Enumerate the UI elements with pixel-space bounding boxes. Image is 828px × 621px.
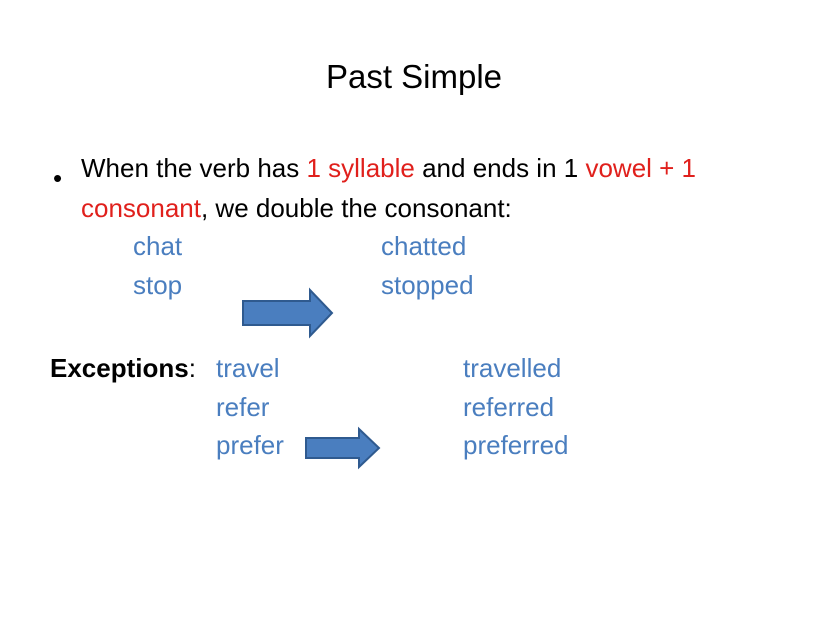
rule-text-2: and ends in 1: [414, 153, 586, 183]
bullet-marker: •: [53, 163, 63, 193]
right-arrow-icon: [242, 287, 334, 339]
example-past-stopped: stopped: [381, 270, 474, 300]
example-base-chat: chat: [133, 231, 183, 261]
exception-base-prefer: prefer: [216, 430, 284, 460]
rule-highlight-syllable: 1 syllable: [306, 153, 415, 183]
exceptions-label-text: Exceptions: [50, 353, 189, 383]
rule-highlight-vowel-consonant: vowel + 1 consonant: [81, 153, 697, 223]
slide-title: Past Simple: [325, 58, 503, 95]
example-base-stop: stop: [133, 270, 183, 300]
exception-past-preferred: preferred: [463, 430, 569, 460]
rule-bullet: When the verb has 1 syllable and ends in…: [81, 148, 781, 228]
right-arrow-icon: [305, 426, 381, 470]
exceptions-colon: :: [188, 353, 196, 383]
rule-text-1: When the verb has: [81, 153, 307, 183]
example-past-chatted: chatted: [381, 231, 467, 261]
exception-base-refer: refer: [216, 392, 270, 422]
exceptions-label: Exceptions:: [50, 350, 196, 386]
rule-text-3: , we double the consonant:: [200, 193, 512, 223]
exception-past-travelled: travelled: [463, 353, 562, 383]
exception-past-referred: referred: [463, 392, 555, 422]
exception-base-travel: travel: [216, 353, 280, 383]
